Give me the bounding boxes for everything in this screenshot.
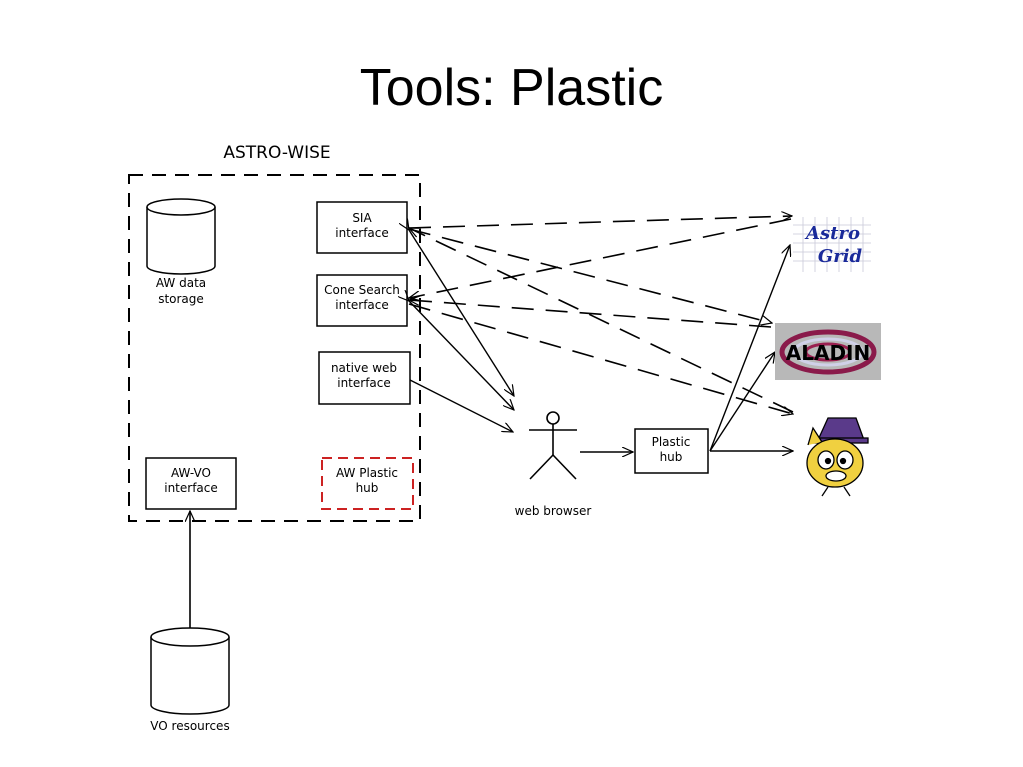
aw-plastic-label-2: hub <box>356 481 379 495</box>
aw-storage-label-2: storage <box>158 292 204 306</box>
web-browser-label: web browser <box>515 504 592 518</box>
sia-interface-box <box>316 201 408 254</box>
aladin-cone-dashed <box>409 300 772 328</box>
cone-label-2: interface <box>335 298 389 312</box>
native-browser-arrow <box>409 379 513 432</box>
astrogrid-logo: Astro Grid <box>793 217 871 272</box>
aladin-logo: ALADIN <box>775 323 881 380</box>
cone-label-1: Cone Search <box>324 283 400 297</box>
awvo-label-2: interface <box>164 481 218 495</box>
slide-title: Tools: Plastic <box>359 59 664 117</box>
cone-browser-arrow <box>409 301 514 410</box>
astrogrid-logo-text-2: Grid <box>818 246 863 267</box>
plastic-hub-label-1: Plastic <box>652 435 691 449</box>
cone-search-box <box>316 274 408 327</box>
aw-storage-label-1: AW data <box>156 276 206 290</box>
aw-vo-box <box>145 457 237 510</box>
native-label-1: native web <box>331 361 397 375</box>
sia-astrogrid-dashed <box>408 216 792 229</box>
sia-label-1: SIA <box>352 211 372 225</box>
hub-aladin-arrow <box>709 352 775 452</box>
native-label-2: interface <box>337 376 391 390</box>
aw-plastic-label-1: AW Plastic <box>336 466 398 480</box>
web-browser-user-icon <box>529 411 577 480</box>
hub-astrogrid-arrow <box>709 245 790 452</box>
aw-data-storage-cylinder <box>146 198 216 275</box>
sia-label-2: interface <box>335 226 389 240</box>
astrogrid-cone-dashed <box>409 218 792 298</box>
vo-resources-cylinder <box>150 627 230 715</box>
plastic-hub-label-2: hub <box>660 450 683 464</box>
topcat-sia-dashed <box>409 227 794 413</box>
sia-browser-arrow <box>409 230 514 396</box>
sia-aladin-dashed <box>408 228 772 323</box>
topcat-mascot-icon <box>806 417 869 497</box>
awvo-label-1: AW-VO <box>171 466 211 480</box>
aladin-logo-text: ALADIN <box>786 341 870 365</box>
plastic-hub-box <box>634 428 709 474</box>
native-web-box <box>318 351 411 405</box>
aw-plastic-hub-box <box>321 457 414 510</box>
astro-wise-label: ASTRO-WISE <box>223 143 330 163</box>
astrogrid-logo-text-1: Astro <box>804 223 860 244</box>
vo-resources-label: VO resources <box>150 719 229 733</box>
